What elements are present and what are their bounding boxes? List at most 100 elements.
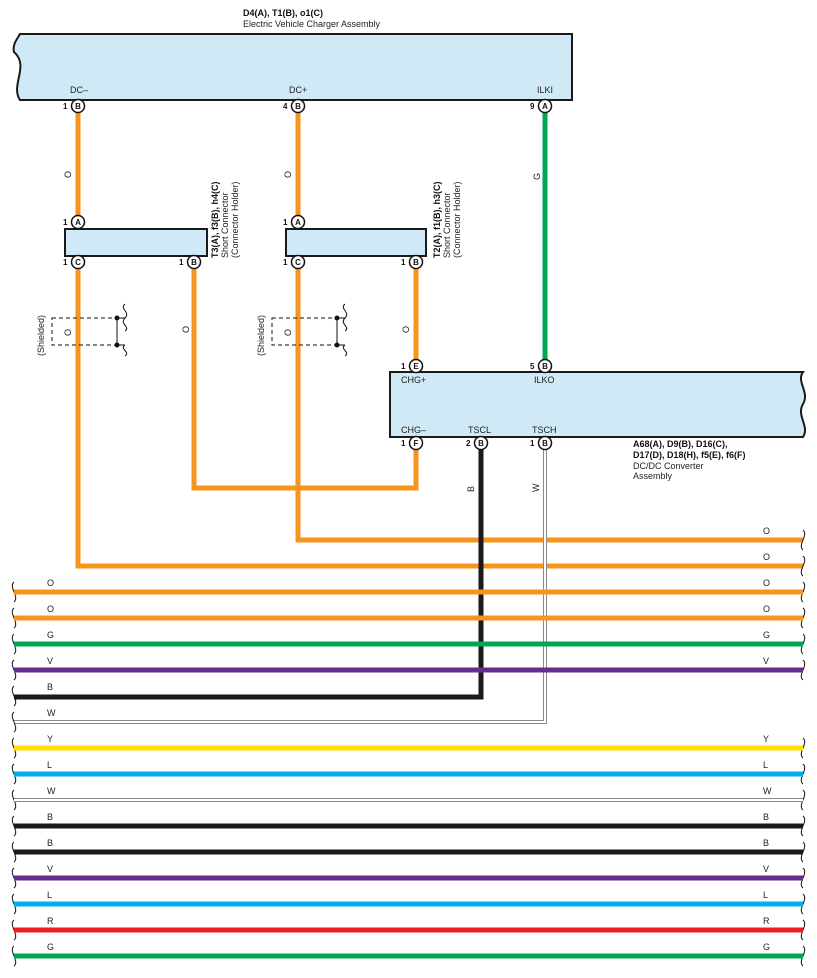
pin-number: 1 (63, 218, 68, 227)
pin-connector: E (413, 362, 419, 371)
break-mark-left (11, 685, 17, 707)
wire-label-ilk: G (532, 173, 542, 180)
bus-label-left: G (47, 942, 54, 952)
wire-short1-b (191, 266, 419, 491)
bus-label-right: O (763, 552, 770, 562)
bus-label-right: Y (763, 734, 769, 744)
shield1-wire-label: O (63, 329, 73, 336)
bus-label-right: O (763, 604, 770, 614)
wire-short2-c (295, 266, 803, 543)
wire-label-dc-minus: O (63, 171, 73, 178)
pin-number: 5 (530, 362, 535, 371)
pin-number: 1 (283, 218, 288, 227)
bus-label-left: B (47, 838, 53, 848)
pin-number: 1 (401, 439, 406, 448)
dcdc-pin-chg-minus: 1 F (401, 435, 424, 451)
short1-ids: T3(A), f3(B), h4(C) (210, 182, 220, 259)
short2-pin-c: 1 C (283, 254, 306, 270)
shield2-label: (Shielded) (256, 315, 266, 356)
bus-label-right: R (763, 916, 770, 926)
wire-label-short2-b: O (401, 326, 411, 333)
pin-number: 1 (530, 439, 535, 448)
bus-label-right: W (763, 786, 772, 796)
break-mark-left (11, 711, 17, 733)
break-mark-right (800, 529, 806, 551)
dcdc-pin-tsch: 1 B (530, 435, 553, 451)
dcdc-pin-ilko: 5 B (530, 358, 553, 374)
break-mark-right (800, 555, 806, 577)
pin-connector: B (191, 258, 197, 267)
wire-short1-c (75, 266, 803, 569)
short1-sub: (Connector Holder) (230, 181, 240, 258)
bus-label-right: O (763, 526, 770, 536)
pin-number: 1 (283, 258, 288, 267)
charger-ids: D4(A), T1(B), o1(C) (243, 8, 323, 18)
bus-label-right: L (763, 760, 768, 770)
dcdc-pin-chg-minus-name: CHG– (401, 425, 426, 435)
short2-sub: (Connector Holder) (452, 181, 462, 258)
charger-name: Electric Vehicle Charger Assembly (243, 19, 381, 29)
bus-label-left: W (47, 708, 56, 718)
charger-pin-dc-plus: 4 B (283, 98, 306, 114)
dcdc-converter: CHG+ ILKO CHG– TSCL TSCH 1 E 5 B 1 F 2 B… (389, 358, 806, 481)
charger-pin-ilki-name: ILKI (537, 85, 553, 95)
bus-label-left: G (47, 630, 54, 640)
bus-wire: W (11, 708, 56, 733)
dcdc-pin-chg-plus-name: CHG+ (401, 375, 426, 385)
bus-label-left: L (47, 890, 52, 900)
wire-label-dc-plus: O (283, 171, 293, 178)
pin-number: 1 (401, 362, 406, 371)
bus-label-left: B (47, 812, 53, 822)
pin-number: 1 (179, 258, 184, 267)
bus-label-right: V (763, 864, 769, 874)
short-connector-1: 1 A 1 C 1 B T3(A), f3(B), h4(C) Short Co… (63, 181, 240, 270)
shield2-wire-label: O (283, 329, 293, 336)
wire-tsch-fill (14, 448, 546, 723)
bus-label-right: L (763, 890, 768, 900)
bus-wire: B (11, 682, 53, 707)
short2-pin-a: 1 A (283, 214, 306, 230)
pin-connector: B (542, 439, 548, 448)
bus-label-left: W (47, 786, 56, 796)
short1-name: Short Connector (220, 192, 230, 258)
bus-label-left: B (47, 682, 53, 692)
wire-tscl (14, 448, 484, 700)
short1-pin-c: 1 C (63, 254, 86, 270)
dcdc-pin-ilko-name: ILKO (534, 375, 555, 385)
pin-connector: A (75, 218, 81, 227)
charger-assembly: D4(A), T1(B), o1(C) Electric Vehicle Cha… (12, 8, 573, 114)
pin-connector: B (542, 362, 548, 371)
bus-label-left: O (47, 578, 54, 588)
bus-label-right: G (763, 942, 770, 952)
bus-label-left: O (47, 604, 54, 614)
pin-connector: B (295, 102, 301, 111)
dcdc-pin-tsch-name: TSCH (532, 425, 557, 435)
pin-number: 2 (466, 439, 471, 448)
short2-name: Short Connector (442, 192, 452, 258)
pin-number: 1 (63, 258, 68, 267)
pin-connector: A (542, 102, 548, 111)
pin-connector: B (75, 102, 81, 111)
bus-label-left: V (47, 864, 53, 874)
pin-connector: A (295, 218, 301, 227)
dcdc-ids-line1: A68(A), D9(B), D16(C), (633, 439, 728, 449)
short-connector-2: 1 A 1 C 1 B T2(A), f1(B), h3(C) Short Co… (283, 181, 462, 270)
pin-number: 1 (63, 102, 68, 111)
pin-connector: C (75, 258, 81, 267)
dcdc-name-line2: Assembly (633, 471, 673, 481)
bus-label-right: V (763, 656, 769, 666)
bus-label-left: V (47, 656, 53, 666)
short2-ids: T2(A), f1(B), h3(C) (432, 182, 442, 259)
pin-connector: B (478, 439, 484, 448)
pin-connector: F (414, 439, 419, 448)
charger-pin-ilki: 9 A (530, 98, 553, 114)
